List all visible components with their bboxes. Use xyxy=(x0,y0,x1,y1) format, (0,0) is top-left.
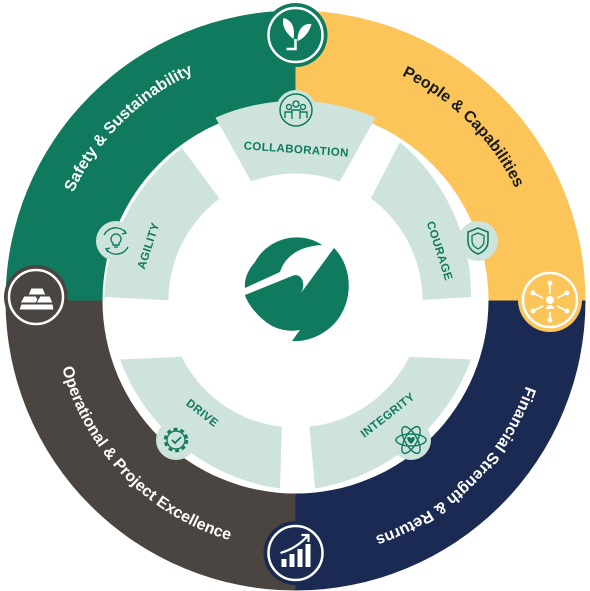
sprout-icon xyxy=(263,3,328,67)
value-petal-agility xyxy=(104,148,222,301)
values-petals xyxy=(104,100,472,489)
pillar-financial-strength-segment xyxy=(295,300,586,591)
lightbulb-cycle-icon xyxy=(96,221,136,261)
company-logo xyxy=(168,173,423,428)
value-petal-courage xyxy=(369,142,472,301)
pillar-operational-excellence-segment xyxy=(5,300,296,591)
team-icon xyxy=(276,90,316,130)
gold-bars-icon xyxy=(4,265,68,329)
pillar-safety-sustainability-segment xyxy=(5,10,296,301)
gear-check-icon xyxy=(156,420,196,460)
atom-heart-icon xyxy=(391,420,431,460)
value-petal-collaboration xyxy=(215,100,376,188)
value-petal-integrity xyxy=(309,356,471,489)
network-people-icon xyxy=(518,268,582,332)
pillar-people-capabilities-segment xyxy=(295,10,586,301)
pillars-ring xyxy=(5,10,586,591)
shield-icon xyxy=(458,221,498,261)
value-petal-drive xyxy=(120,356,282,489)
growth-chart-icon xyxy=(263,521,328,585)
